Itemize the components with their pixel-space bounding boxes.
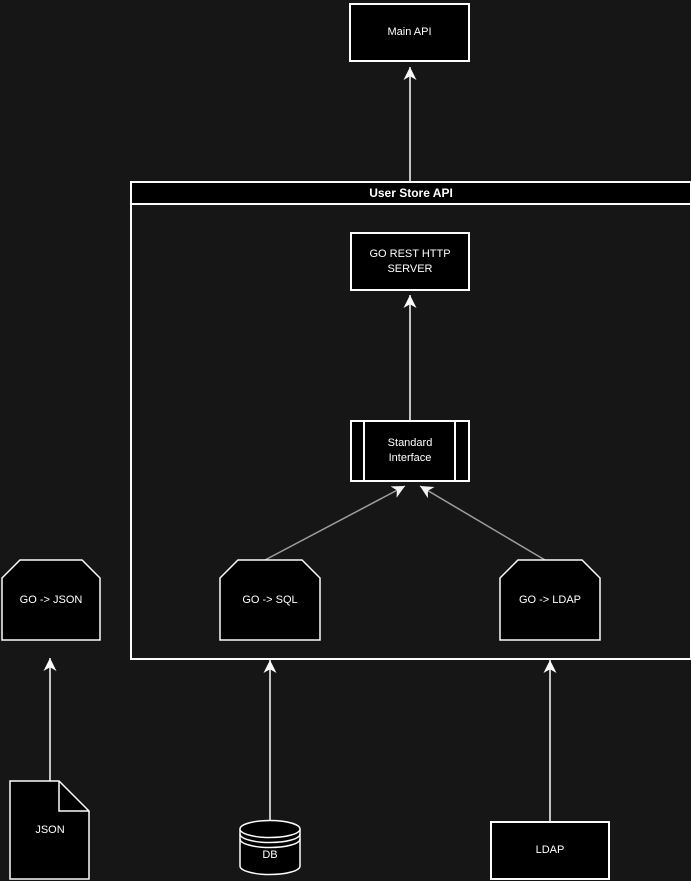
json-document-shape bbox=[9, 780, 90, 880]
node-ldap: LDAP bbox=[490, 821, 610, 880]
db-cylinder-top bbox=[239, 819, 301, 839]
node-ldap-label: LDAP bbox=[535, 844, 565, 856]
container-user-store-api: User Store API bbox=[130, 181, 691, 660]
node-main-api: Main API bbox=[349, 3, 470, 62]
go-json-label: GO -> JSON bbox=[19, 593, 83, 606]
node-standard-interface: Standard Interface bbox=[350, 420, 470, 482]
json-document-label: JSON bbox=[35, 823, 65, 836]
json-document-fold bbox=[58, 781, 89, 812]
component-bar-right bbox=[454, 422, 456, 480]
go-json-shape bbox=[1, 559, 101, 641]
container-title: User Store API bbox=[369, 186, 453, 200]
container-title-bar: User Store API bbox=[132, 183, 690, 205]
node-go-rest-http-server: GO REST HTTP SERVER bbox=[350, 232, 470, 291]
node-main-api-label: Main API bbox=[387, 26, 432, 38]
component-bar-left bbox=[363, 422, 365, 480]
db-cylinder-body bbox=[239, 829, 301, 876]
node-standard-interface-label: Standard Interface bbox=[387, 437, 433, 464]
db-cylinder-ring1 bbox=[239, 833, 301, 844]
node-go-rest-label: GO REST HTTP SERVER bbox=[369, 247, 451, 275]
db-label: DB bbox=[262, 848, 278, 861]
db-cylinder-ring2 bbox=[239, 838, 301, 849]
